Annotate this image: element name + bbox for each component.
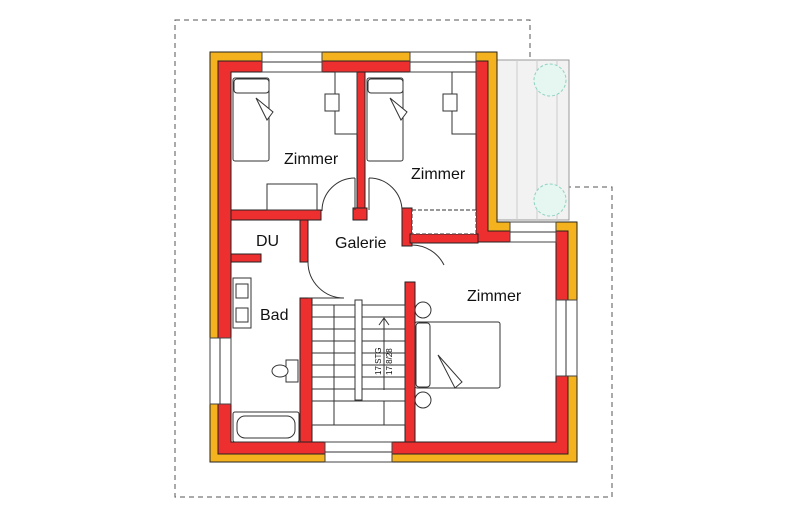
interior-walls [230, 71, 479, 443]
plant-icon [533, 63, 567, 97]
chair [442, 93, 458, 112]
windows [209, 51, 578, 463]
room-label-bad: Bad [260, 307, 288, 324]
stair-ratio-label: 17,8/28 [385, 348, 394, 375]
bed [366, 77, 404, 162]
nightstand [414, 391, 432, 409]
cabinet [266, 183, 318, 211]
room-label-zimmer-3: Zimmer [467, 288, 522, 305]
plant-icon [533, 183, 567, 217]
wardrobe [411, 209, 477, 235]
arrow-up-icon [378, 317, 390, 326]
staircase: 17 STG 17,8/28 [311, 299, 406, 426]
room-label-du: DU [256, 233, 279, 250]
furniture [232, 71, 501, 443]
doors [307, 177, 445, 299]
bed [414, 321, 501, 389]
plot-boundary [174, 19, 613, 498]
bed [232, 77, 270, 162]
room-label-galerie: Galerie [335, 235, 387, 252]
room-label-zimmer-2: Zimmer [411, 166, 466, 183]
pillow [367, 78, 404, 94]
nightstand [414, 301, 432, 319]
chair [324, 93, 340, 112]
balcony [496, 59, 570, 221]
room-label-zimmer-1: Zimmer [284, 151, 339, 168]
pillow [233, 78, 270, 94]
stair-steps-label: 17 STG [374, 347, 383, 375]
pillow [415, 322, 431, 388]
